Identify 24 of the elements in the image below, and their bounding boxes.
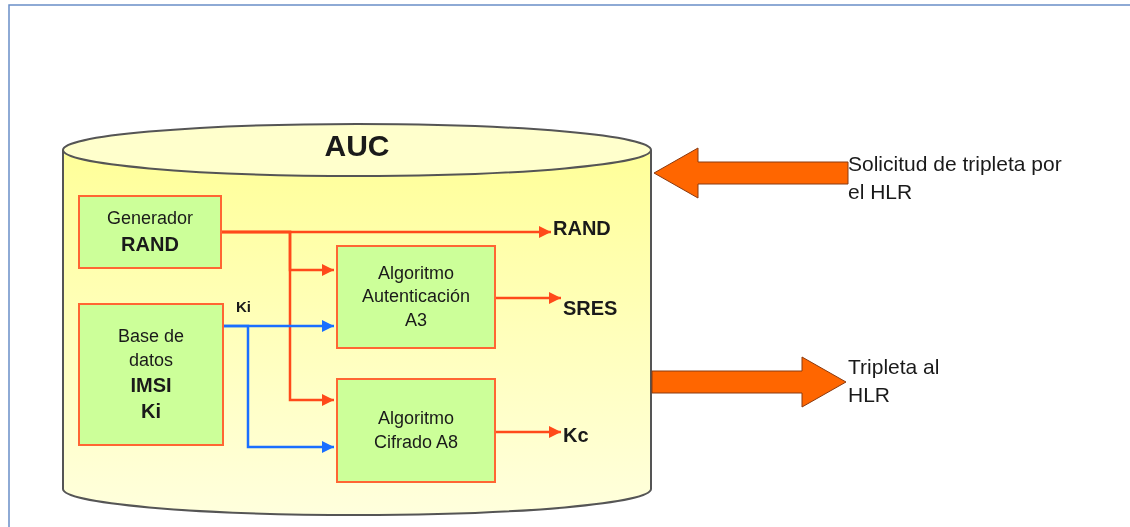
box-text: Algoritmo Cifrado A8 — [372, 407, 460, 454]
arrow — [496, 292, 561, 304]
edge-label: Ki — [236, 298, 251, 315]
arrow — [222, 230, 334, 406]
process-box — [336, 378, 496, 483]
message-text: Tripleta al HLR — [848, 353, 973, 410]
box-text: Algoritmo Autenticación A3 — [360, 261, 472, 332]
output-label: Kc — [563, 422, 603, 449]
box-text: Base de datos — [116, 325, 186, 372]
message-text: Solicitud de tripleta por el HLR — [848, 150, 1066, 207]
arrow — [496, 426, 561, 438]
block-arrow — [651, 356, 847, 408]
box-text: Generador — [106, 207, 194, 231]
output-label: RAND — [553, 215, 628, 242]
arrow — [224, 324, 334, 453]
output-label: SRES — [563, 295, 628, 322]
process-box — [78, 303, 224, 446]
process-box — [78, 195, 222, 269]
cylinder-title: AUC — [324, 129, 390, 163]
database-cylinder — [62, 123, 652, 517]
process-box — [336, 245, 496, 349]
block-arrow — [653, 147, 849, 199]
box-text: IMSI Ki — [129, 372, 173, 424]
box-text: RAND — [121, 231, 179, 257]
